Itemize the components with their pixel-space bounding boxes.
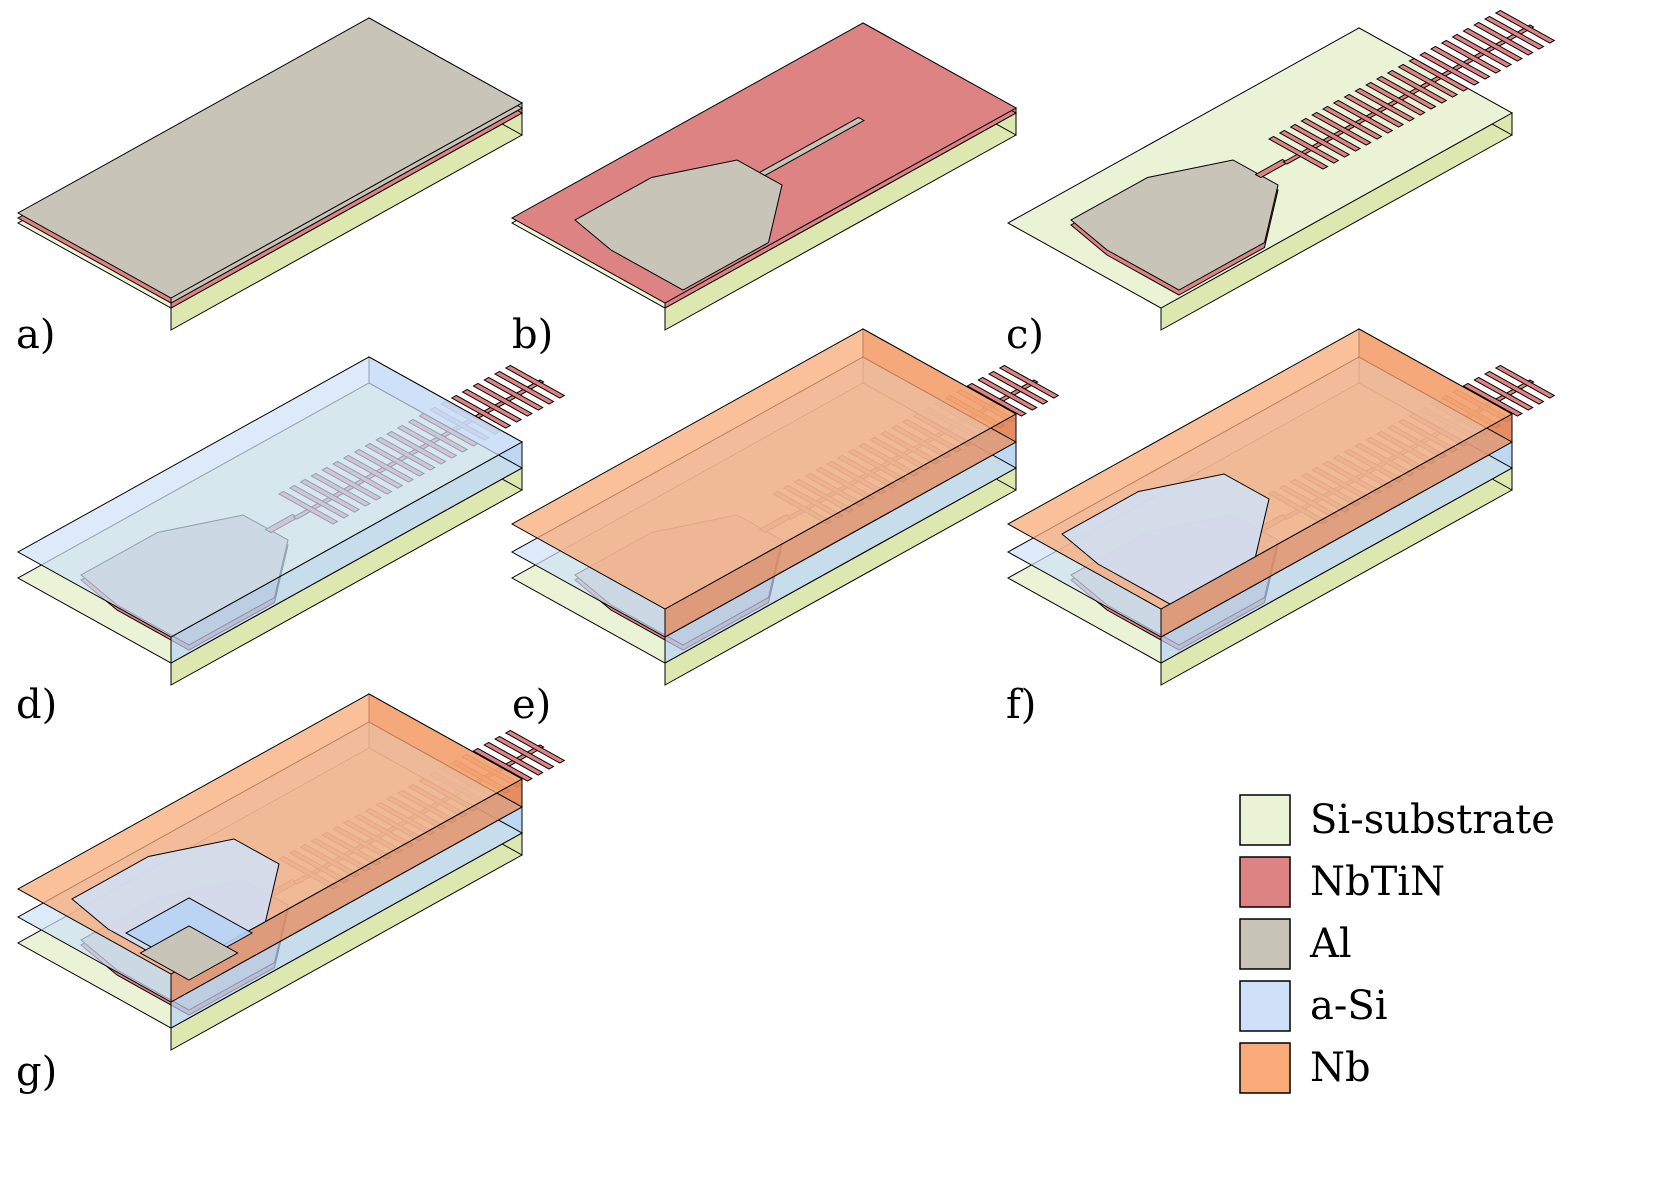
panel-label-a: a)	[16, 312, 55, 358]
nbtin-comb-finger	[1289, 123, 1351, 158]
nbtin-comb-finger	[1354, 87, 1415, 122]
nb-window	[1061, 473, 1270, 605]
nbtin-comb-finger	[1451, 33, 1513, 68]
legend-label: a-Si	[1310, 983, 1388, 1029]
nbtin-comb-finger	[1483, 15, 1545, 50]
nbtin-comb-finger	[1429, 45, 1491, 80]
nbtin-comb-finger	[493, 370, 555, 405]
nbtin-comb-finger	[1494, 9, 1556, 44]
panel-c: c)	[1006, 9, 1556, 358]
nbtin-comb-finger	[1419, 51, 1480, 86]
panel-label-c: c)	[1006, 312, 1044, 358]
panel-g: g)	[16, 693, 566, 1095]
panel-b: b)	[510, 22, 1018, 358]
nbtin-comb-finger	[504, 729, 566, 764]
nbtin-comb-finger	[472, 747, 533, 782]
legend-label: Si-substrate	[1310, 797, 1555, 843]
nbtin-comb-finger	[1365, 81, 1426, 116]
asi-layer-top-face	[16, 356, 524, 638]
al-pad	[574, 159, 783, 291]
nbtin-comb-finger	[493, 735, 555, 770]
nbtin-comb-finger	[1332, 99, 1394, 134]
nbtin-comb-finger	[483, 741, 544, 776]
nbtin-comb-finger	[1483, 370, 1545, 405]
legend-label: Nb	[1310, 1045, 1371, 1091]
nbtin-comb-finger	[1267, 135, 1329, 170]
nbtin-comb-finger	[1300, 117, 1361, 152]
panel-d: d)	[16, 356, 566, 728]
al-layer-top-face	[16, 17, 524, 299]
nbtin-comb-finger	[1473, 21, 1534, 56]
nbtin-comb-finger	[1408, 57, 1469, 92]
nbtin-comb-finger	[1473, 376, 1534, 411]
nbtin-comb-finger	[472, 382, 533, 417]
legend-swatch	[1239, 856, 1291, 908]
nbtin-comb-finger	[1397, 63, 1459, 98]
nb-layer-top-face	[510, 328, 1018, 610]
nbtin-comb-finger	[1311, 111, 1372, 146]
nbtin-comb-finger	[1343, 93, 1405, 128]
nbtin-comb-finger	[966, 382, 1027, 417]
panels: a) b) c) d) e) f) g)	[16, 9, 1556, 1095]
panel-e: e)	[510, 328, 1060, 728]
nbtin-comb-finger	[1440, 39, 1502, 74]
legend-label: NbTiN	[1310, 859, 1445, 905]
nbtin-comb-finger	[987, 370, 1049, 405]
al-pad	[1070, 159, 1279, 291]
legend-swatch	[1239, 980, 1291, 1032]
panel-label-d: d)	[16, 682, 57, 728]
panel-label-e: e)	[512, 682, 551, 728]
al-line	[758, 116, 865, 177]
nbtin-comb-finger	[998, 364, 1060, 399]
panel-label-g: g)	[16, 1049, 57, 1095]
panel-label-b: b)	[512, 312, 553, 358]
panel-label-f: f)	[1006, 682, 1036, 728]
legend-label: Al	[1309, 921, 1352, 967]
panel-a: a)	[16, 17, 524, 358]
legend-swatch	[1239, 794, 1291, 846]
nbtin-comb-finger	[1462, 382, 1523, 417]
al-exposed	[139, 925, 239, 981]
nbtin-comb-finger	[1386, 69, 1448, 104]
nbtin-comb-finger	[1462, 27, 1523, 62]
nbtin-comb-finger	[461, 388, 523, 423]
panel-f: f)	[1006, 328, 1556, 728]
nbtin-comb-finger	[450, 394, 512, 429]
nbtin-comb-finger	[504, 364, 566, 399]
nbtin-comb-finger	[1375, 75, 1437, 110]
nbtin-comb-finger	[1278, 129, 1340, 164]
nbtin-comb-finger	[1321, 105, 1383, 140]
legend-swatch	[1239, 1042, 1291, 1094]
legend-swatch	[1239, 918, 1291, 970]
nbtin-comb-finger	[483, 376, 544, 411]
nbtin-comb-finger	[1494, 364, 1556, 399]
nbtin-comb-finger	[977, 376, 1038, 411]
